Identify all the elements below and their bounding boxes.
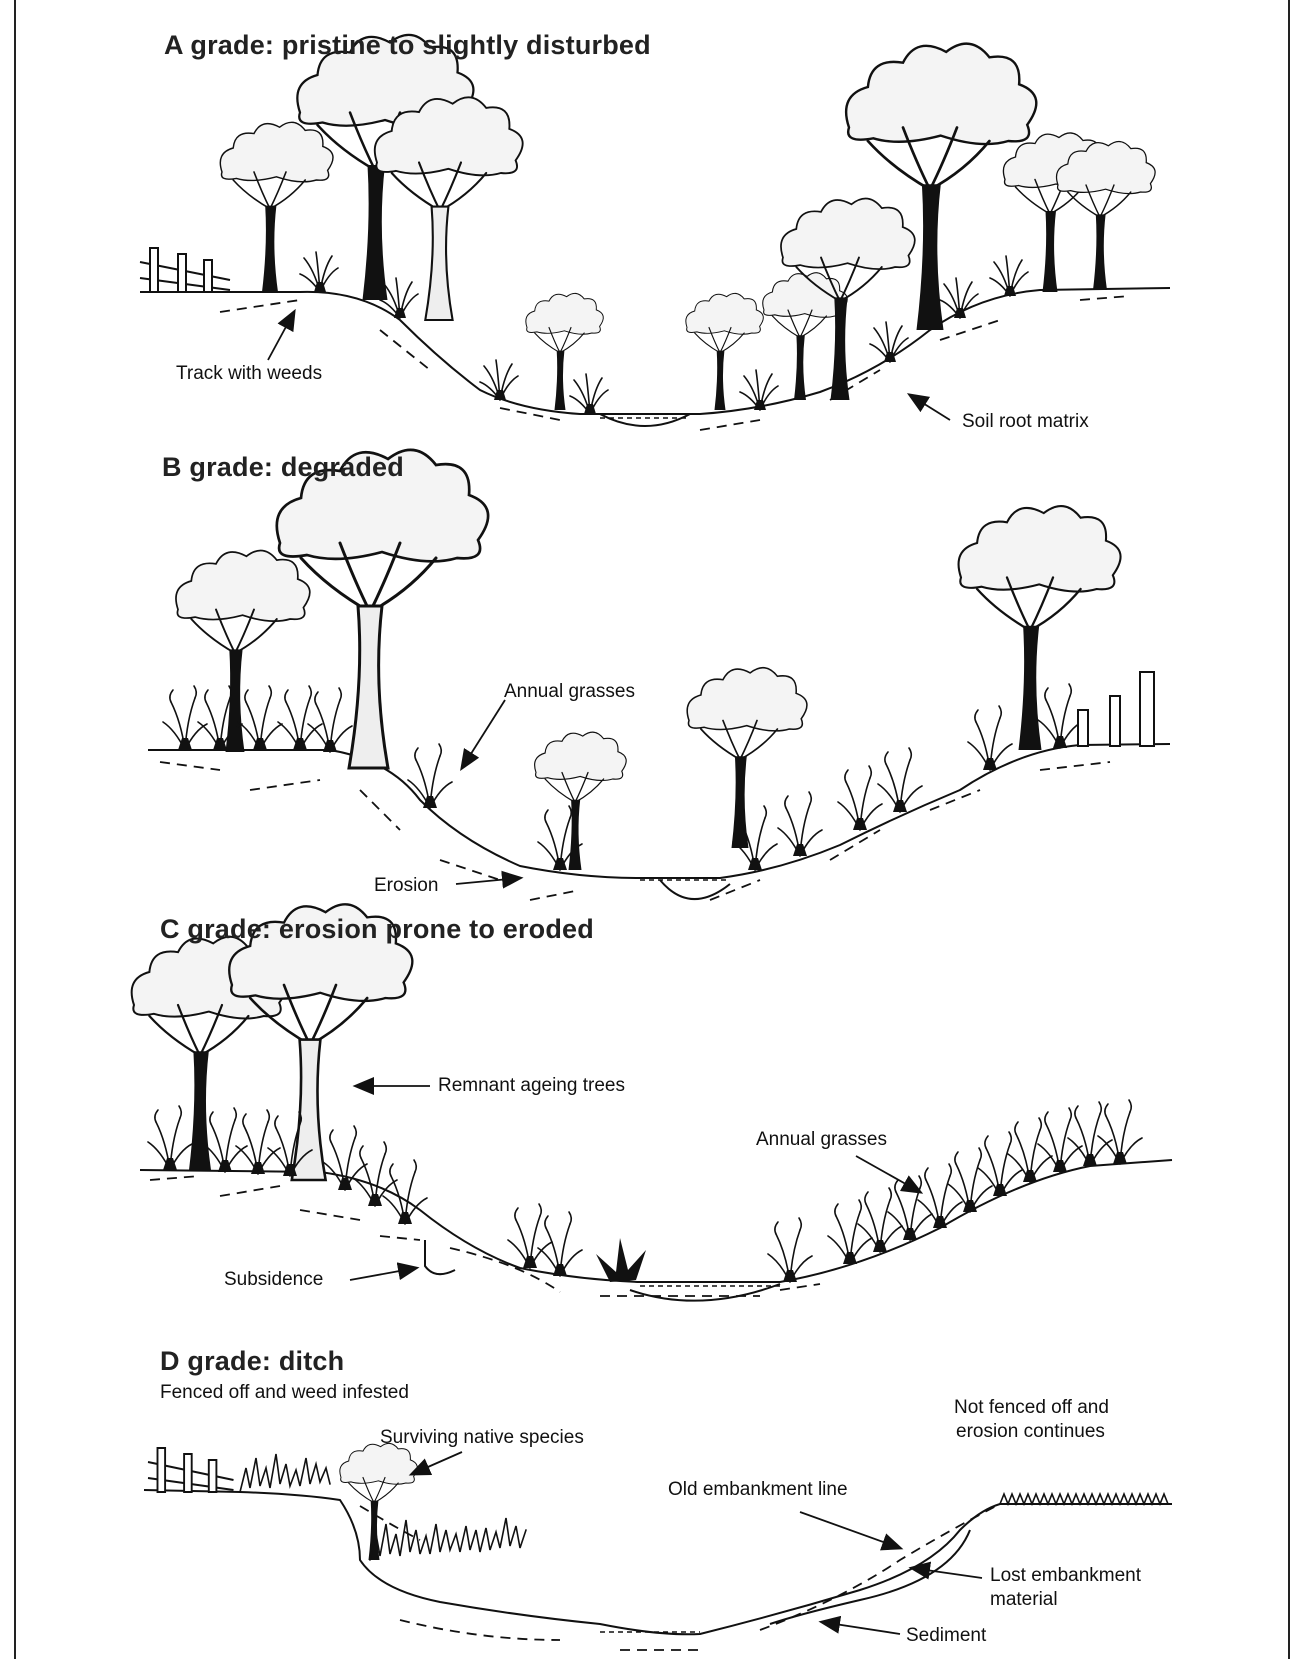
label-fenced-off: Fenced off and weed infested [160,1382,409,1404]
label-lost-embankment-line2: material [990,1588,1058,1612]
label-erosion: Erosion [374,874,438,898]
label-track-with-weeds: Track with weeds [176,362,322,386]
label-sediment: Sediment [906,1624,986,1648]
heading-c-grade: C grade: erosion prone to eroded [160,914,594,945]
tree-icon [277,450,488,768]
label-surviving-native-species: Surviving native species [380,1426,584,1450]
label-not-fenced-line1: Not fenced off and [954,1396,1109,1420]
tree-icon [1057,142,1156,290]
label-annual-grasses-b: Annual grasses [504,680,635,704]
tree-icon [686,293,763,410]
tree-icon [526,293,603,410]
heading-d-grade: D grade: ditch [160,1346,344,1377]
label-lost-embankment-line1: Lost embankment [990,1564,1141,1588]
panel-b [148,450,1170,900]
label-subsidence: Subsidence [224,1268,323,1292]
label-old-embankment-line: Old embankment line [668,1478,848,1502]
label-not-fenced-line2: erosion continues [956,1420,1105,1444]
fence-icon [148,1448,234,1492]
tree-icon [220,122,333,292]
label-annual-grasses-c: Annual grasses [756,1128,887,1152]
heading-b-grade: B grade: degraded [162,452,404,483]
heading-a-grade: A grade: pristine to slightly disturbed [164,30,651,61]
tree-icon [959,506,1121,750]
tree-icon [535,732,627,870]
panel-d [144,1443,1172,1650]
tree-icon [229,904,412,1180]
panel-c [132,904,1172,1300]
tree-icon [687,668,807,848]
label-remnant-ageing-trees: Remnant ageing trees [438,1074,625,1098]
fence-icon [140,248,230,292]
tree-icon [176,550,310,752]
label-soil-root-matrix: Soil root matrix [962,410,1089,434]
tree-icon [340,1443,417,1560]
